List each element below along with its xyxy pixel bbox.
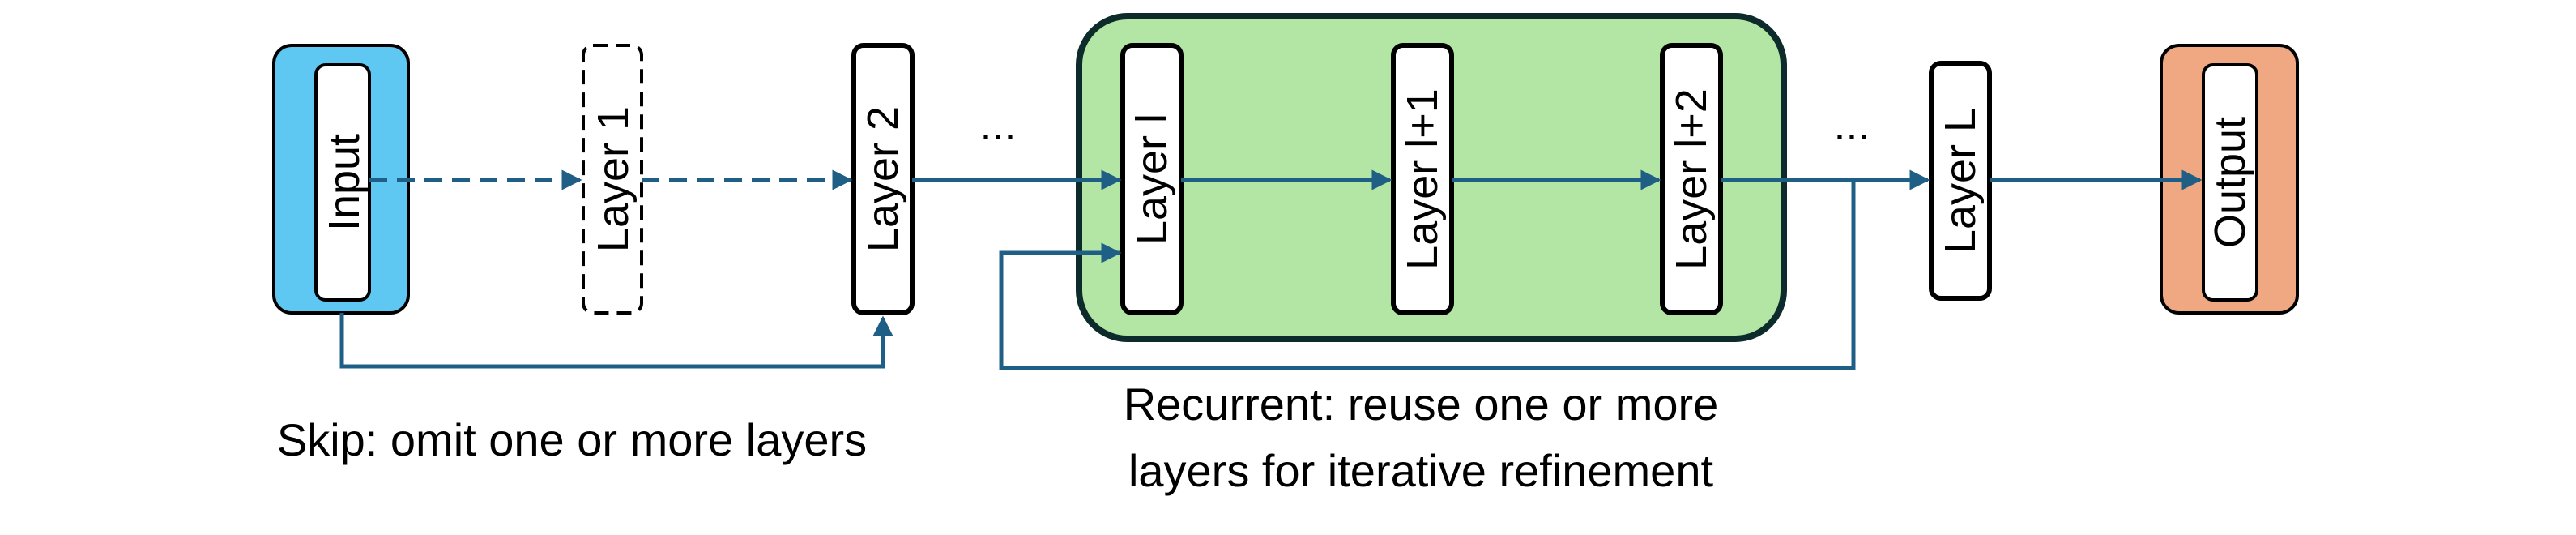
layer-l-plus-2-label: Layer l+2 xyxy=(1667,88,1716,270)
ellipsis-1: ... xyxy=(979,101,1016,149)
output-label: Output xyxy=(2206,117,2254,248)
skip-caption: Skip: omit one or more layers xyxy=(277,414,867,465)
layer-L-label: Layer L xyxy=(1936,108,1985,254)
output-node xyxy=(2202,63,2258,302)
layer-2-label: Layer 2 xyxy=(859,106,907,252)
recurrent-caption-line2: layers for iterative refinement xyxy=(1128,445,1714,496)
recurrent-loop-arrow xyxy=(999,178,1856,370)
input-label: Input xyxy=(320,134,369,231)
skip-connection-arrow xyxy=(339,313,893,369)
layer-1-label: Layer 1 xyxy=(589,106,638,252)
recurrent-caption-line1: Recurrent: reuse one or more xyxy=(1124,379,1719,430)
ellipsis-2: ... xyxy=(1833,101,1870,149)
layer-l-plus-1-label: Layer l+1 xyxy=(1398,88,1447,270)
input-node xyxy=(314,63,371,302)
layer-1-node xyxy=(582,44,643,315)
layer-l-label: Layer l xyxy=(1128,113,1176,245)
